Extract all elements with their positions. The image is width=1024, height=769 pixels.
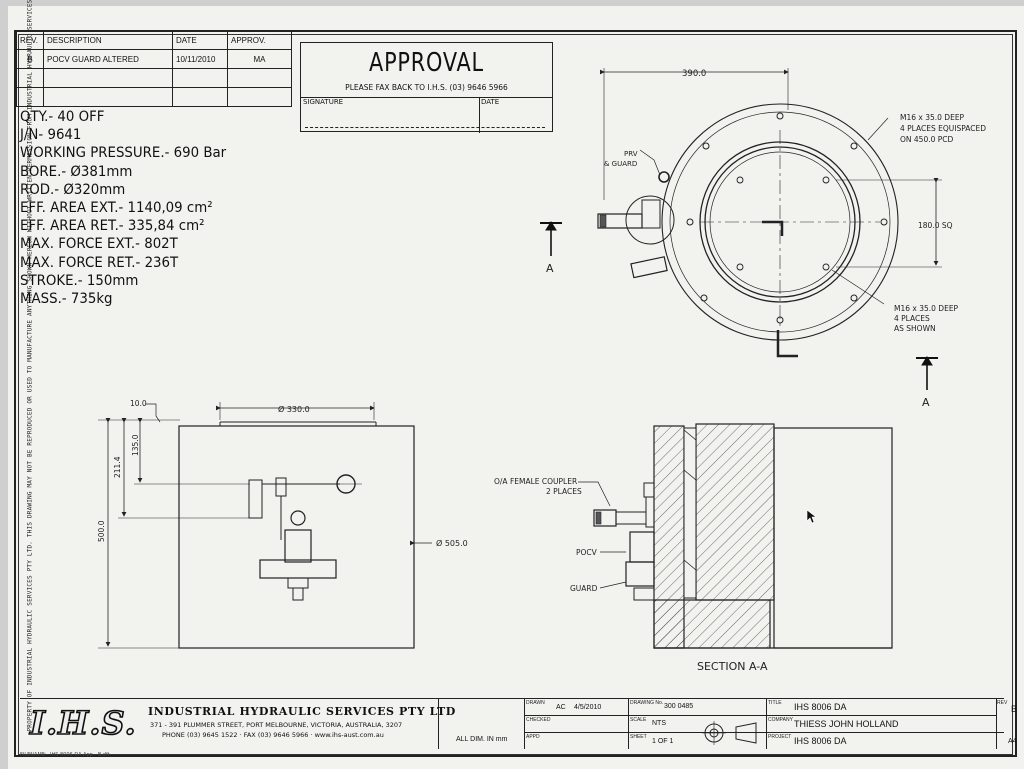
sheet-size: A4 [1008,738,1017,745]
prv-label: PRV [624,150,638,158]
scale-value: NTS [652,720,666,727]
approv-cell: MA [227,49,292,69]
dim-180-label: 180.0 SQ [918,221,953,230]
m16-top-label-3: ON 450.0 PCD [900,135,954,144]
tb-divider [628,698,629,749]
sheet-value: 1 OF 1 [652,738,674,745]
tb-row-line [524,732,996,733]
spec-stroke: STROKE.- 150mm [20,272,139,289]
section-letter-right: A [922,396,930,409]
m16-top-label-1: M16 x 35.0 DEEP [900,113,965,122]
dim-505-label: Ø 505.0 [436,538,468,548]
ihs-logo: I.H.S. [29,703,137,743]
rev-label: REV [997,700,1008,706]
revision-empty-row [16,68,292,88]
m16-bottom-label-1: M16 x 35.0 DEEP [894,304,959,313]
company-name: INDUSTRIAL HYDRAULIC SERVICES PTY LTD [148,705,456,718]
drawing-no: 300 0485 [664,703,694,710]
title-block [20,698,1004,750]
approval-title: APPROVAL [369,48,484,78]
project-value: IHS 8006 DA [794,736,847,746]
tb-divider [438,698,439,749]
section-title: SECTION A-A [697,660,768,673]
sheet-label: SHEET [630,734,647,740]
spec-bore: BORE.- Ø381mm [20,163,133,180]
dim-500-label: 500.0 [97,520,106,542]
coupler-label-2: 2 PLACES [546,487,582,496]
spec-mass: MASS.- 735kg [20,291,113,308]
m16-bottom-label-3: AS SHOWN [894,324,936,333]
dim-330-label: Ø 330.0 [278,404,310,414]
company-address: 371 - 391 PLUMMER STREET, PORT MELBOURNE… [150,721,403,729]
spec-job-number: J/N- 9641 [20,127,82,144]
approval-box: APPROVAL PLEASE FAX BACK TO I.H.S. (03) … [300,42,553,133]
revision-empty-row [16,87,292,107]
project-label: PROJECT [768,734,792,740]
tb-row-line [524,715,996,716]
approval-divider [301,97,552,98]
date-label: DATE [481,98,500,106]
drawn-by: AC [556,704,566,711]
side-view [98,402,432,649]
company-phone: PHONE (03) 9645 1522 · FAX (03) 9646 596… [162,731,384,739]
spec-max-force-ext: MAX. FORCE EXT.- 802T [20,236,178,253]
prv-guard-label: & GUARD [604,160,637,168]
projection-symbol-icon [702,721,757,745]
tb-divider [996,698,997,749]
approval-column-divider [479,97,480,133]
scale-label: SCALE [630,717,647,723]
coupler-label-1: O/A FEMALE COUPLER [494,477,577,486]
rev-value: B [1011,704,1018,714]
section-arrow-right [916,356,938,390]
m16-top-label-2: 4 PLACES EQUISPACED [900,124,986,133]
drawn-date: 4/5/2010 [574,704,602,711]
drawn-label: DRAWN [526,700,545,706]
spec-qty: QTY.- 40 OFF [20,109,105,125]
checked-label: CHECKED [526,717,551,723]
signature-label: SIGNATURE [303,98,344,106]
filename: FILENAME:- IHS 8006 DA App - B.dft [20,752,110,758]
tb-divider [524,698,525,749]
m16-bottom-label-2: 4 PLACES [894,314,930,323]
guard-label: GUARD [570,584,598,593]
spec-eff-area-ext: EFF. AREA EXT.- 1140,09 cm² [20,200,213,217]
title-value: IHS 8006 DA [794,702,847,712]
title-label: TITLE [768,700,782,706]
spec-rod: ROD.- Ø320mm [20,181,126,198]
signature-line [305,127,545,128]
revision-row: B POCV GUARD ALTERED 10/11/2010 MA [16,49,292,69]
section-letter-left: A [546,262,554,275]
dim-390-label: 390.0 [682,69,706,79]
sheet-inner-border [18,34,1013,755]
drawing-sheet: PROPERTY OF INDUSTRIAL HYDRAULIC SERVICE… [8,0,1024,769]
tb-divider [766,698,767,749]
mouse-cursor-icon [806,509,817,524]
appd-label: APPD [526,734,540,740]
revision-table: REV. DESCRIPTION DATE APPROV. B POCV GUA… [16,30,292,107]
dim-10-label: 10.0 [130,399,147,408]
spec-list: QTY.- 40 OFF J/N- 9641 WORKING PRESSURE.… [20,108,244,308]
spec-eff-area-ret: EFF. AREA RET.- 335,84 cm² [20,218,205,235]
section-arrow-left [540,221,562,256]
approval-fax-note: PLEASE FAX BACK TO I.H.S. (03) 9646 5966 [345,83,508,92]
pocv-label: POCV [576,548,598,557]
all-dim-note: ALL DIM. IN mm [456,736,508,743]
section-view [578,423,893,649]
sheet-border [14,30,1017,757]
revision-header-row: REV. DESCRIPTION DATE APPROV. [16,30,292,50]
drawing-no-label: DRAWING No. [630,700,664,706]
top-view [597,68,942,358]
tb-row-line [996,732,1004,733]
spec-working-pressure: WORKING PRESSURE.- 690 Bar [20,145,227,162]
company-label: COMPANY [768,717,793,723]
dim-135-label: 135.0 [131,434,140,456]
client-value: THIESS JOHN HOLLAND [794,719,899,729]
spec-max-force-ret: MAX. FORCE RET.- 236T [20,254,179,271]
dim-211-label: 211.4 [113,456,122,478]
